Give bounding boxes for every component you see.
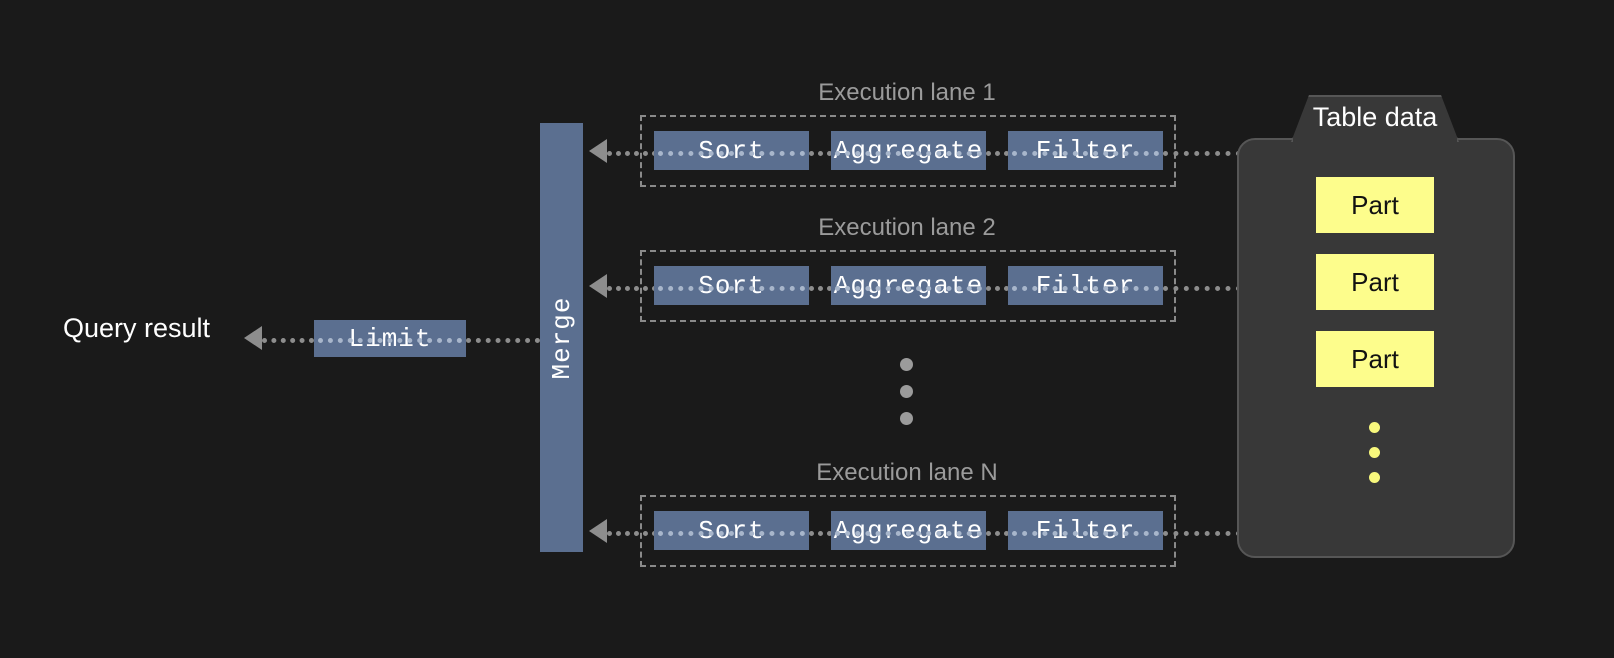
lane-2-stage-aggregate[interactable]: Aggregate (831, 266, 986, 305)
lane-1-stage-sort[interactable]: Sort (654, 131, 809, 170)
connector-lane-1-sort-aggregate (809, 151, 832, 156)
connector-table-to-lane-n (1163, 531, 1241, 536)
connector-limit-to-query-result (262, 338, 314, 343)
lane-title-n: Execution lane N (816, 459, 998, 486)
connector-lane-1-to-merge (607, 151, 657, 156)
lane-ellipsis (900, 358, 913, 439)
ellipsis-dot (900, 358, 913, 371)
ellipsis-dot (1369, 447, 1380, 458)
lane-1-stage-aggregate[interactable]: Aggregate (831, 131, 986, 170)
table-data-ellipsis (1369, 422, 1380, 497)
connector-lane-2-sort-aggregate (809, 286, 832, 291)
arrow-lane-1-to-merge (589, 139, 607, 163)
connector-merge-to-limit (466, 338, 540, 343)
connector-lane-2-to-merge (607, 286, 657, 291)
table-data-title: Table data (1312, 102, 1438, 132)
connector-table-to-lane-1 (1163, 151, 1241, 156)
connector-lane-n-to-merge (607, 531, 657, 536)
connector-through-lane-2-filter (1012, 286, 1159, 291)
connector-lane-1-aggregate-filter (986, 151, 1009, 156)
ellipsis-dot (1369, 422, 1380, 433)
lane-n-stage-filter[interactable]: Filter (1008, 511, 1163, 550)
ellipsis-dot (900, 385, 913, 398)
part-box[interactable]: Part (1316, 177, 1434, 233)
lane-title-2: Execution lane 2 (818, 214, 996, 241)
ellipsis-dot (900, 412, 913, 425)
arrow-lane-2-to-merge (589, 274, 607, 298)
merge-label: Merge (546, 295, 577, 380)
connector-lane-2-aggregate-filter (986, 286, 1009, 291)
part-box[interactable]: Part (1316, 254, 1434, 310)
lane-2-stage-filter[interactable]: Filter (1008, 266, 1163, 305)
connector-through-lane-n-aggregate (835, 531, 982, 536)
connector-through-lane-2-aggregate (835, 286, 982, 291)
connector-lane-n-aggregate-filter (986, 531, 1009, 536)
connector-through-lane-1-aggregate (835, 151, 982, 156)
connector-through-lane-1-filter (1012, 151, 1159, 156)
table-data-tab: Table data (1291, 95, 1459, 142)
lane-n-stage-aggregate[interactable]: Aggregate (831, 511, 986, 550)
tab-seam (1296, 136, 1454, 144)
connector-through-lane-n-sort (658, 531, 805, 536)
connector-lane-n-sort-aggregate (809, 531, 832, 536)
arrow-to-query-result (244, 326, 262, 350)
connector-through-limit (318, 338, 462, 343)
part-box[interactable]: Part (1316, 331, 1434, 387)
lane-title-1: Execution lane 1 (818, 79, 996, 106)
merge-bar[interactable]: Merge (540, 123, 583, 552)
arrow-lane-n-to-merge (589, 519, 607, 543)
query-result-label: Query result (63, 313, 211, 343)
ellipsis-dot (1369, 472, 1380, 483)
connector-through-lane-1-sort (658, 151, 805, 156)
lane-1-stage-filter[interactable]: Filter (1008, 131, 1163, 170)
connector-through-lane-n-filter (1012, 531, 1159, 536)
lane-n-stage-sort[interactable]: Sort (654, 511, 809, 550)
lane-2-stage-sort[interactable]: Sort (654, 266, 809, 305)
connector-through-lane-2-sort (658, 286, 805, 291)
connector-table-to-lane-2 (1163, 286, 1241, 291)
